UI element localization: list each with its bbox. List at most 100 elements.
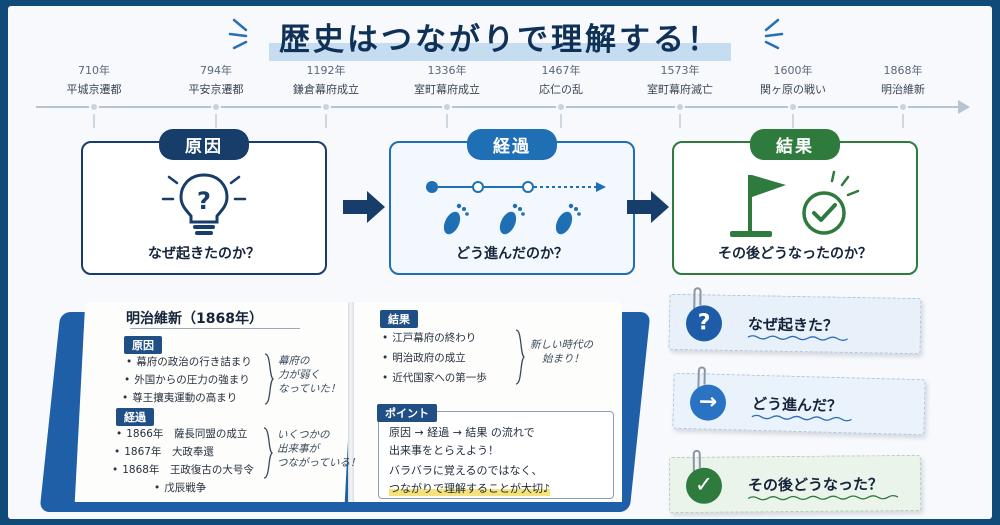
timeline-event-name: 平安京遷都	[188, 83, 244, 96]
result-tag: 結果	[380, 310, 418, 328]
timeline-event-name: 明治維新	[881, 83, 925, 96]
wavy-underline	[747, 335, 848, 341]
timeline-tick	[215, 114, 217, 128]
timeline-dot	[788, 102, 798, 112]
point-line-4: つながりで理解することが大切♪	[389, 480, 551, 496]
paperclip-icon	[697, 366, 706, 389]
stage-process-label: 経過	[467, 129, 557, 160]
timeline-event: 710年平城京遷都	[34, 62, 154, 97]
sparkle-right-icon	[764, 18, 784, 50]
timeline-year: 1600年	[773, 64, 813, 77]
result-item: 江戸幕府の終わり	[382, 330, 476, 345]
process-year: 1868年	[122, 464, 160, 476]
result-item: 近代国家への第一歩	[382, 370, 487, 385]
stage-process-question: どう進んだのか？	[456, 246, 568, 262]
process-note-3: つながっている！	[277, 457, 361, 469]
cause-note-2: 力が弱く	[278, 369, 320, 381]
timeline-tick	[679, 114, 681, 128]
process-item: 1867年 大政奉還	[114, 444, 214, 459]
timeline-event: 1467年応仁の乱	[501, 62, 621, 97]
timeline-event-name: 室町幕府成立	[414, 83, 480, 96]
stage-cause-label: 原因	[159, 129, 249, 160]
result-item: 明治政府の成立	[382, 350, 466, 365]
cause-item: 外国からの圧力の強まり	[124, 372, 250, 387]
timeline-arrow-icon	[958, 100, 970, 114]
timeline-event-name: 関ヶ原の戦い	[760, 83, 826, 96]
process-note-1: いくつかの	[277, 429, 330, 441]
timeline-dot	[89, 102, 99, 112]
book-title-underline	[130, 328, 300, 329]
process-year: 1867年	[124, 446, 162, 458]
timeline-event: 1336年室町幕府成立	[387, 62, 507, 97]
timeline-year: 1192年	[306, 64, 346, 77]
book-spine	[348, 302, 354, 502]
timeline-event-name: 平城京遷都	[66, 83, 122, 96]
process-event: 薩長同盟の成立	[173, 428, 248, 440]
point-box: ポイント 原因 → 経過 → 結果 の流れで 出来事をとらえよう！ バラバラに覚…	[377, 404, 614, 499]
timeline-event: 794年平安京遷都	[156, 62, 276, 97]
timeline-dot	[321, 102, 331, 112]
timeline-event: 1573年室町幕府滅亡	[620, 62, 740, 97]
paperclip-icon	[693, 287, 702, 310]
lightbulb-question-icon: ?	[161, 173, 247, 235]
stage-result: 結果 その後どうなったのか？	[672, 129, 918, 275]
timeline-event: 1192年鎌倉幕府成立	[266, 62, 386, 97]
timeline-dot	[675, 102, 685, 112]
cause-note-3: なっていた！	[278, 383, 341, 395]
timeline-tick	[792, 114, 794, 128]
point-line-1: 原因 → 経過 → 結果 の流れで	[389, 426, 535, 439]
arrow-right-icon: →	[689, 384, 727, 422]
stage-cause: 原因 ? なぜ起きたのか？	[81, 129, 327, 275]
timeline-dot	[442, 102, 452, 112]
timeline-year: 1336年	[427, 64, 467, 77]
point-line-3: バラバラに覚えるのではなく、	[389, 464, 543, 477]
timeline-year: 710年	[78, 64, 110, 77]
brace-icon	[515, 329, 526, 385]
arrow-right-icon	[627, 191, 669, 223]
check-icon: ✓	[685, 467, 723, 504]
process-event: 大政奉還	[171, 446, 214, 458]
brace-icon	[263, 427, 274, 479]
timeline-tick	[93, 114, 95, 128]
timeline-event-name: 室町幕府滅亡	[647, 83, 713, 96]
book-title: 明治維新（1868年）	[126, 311, 263, 327]
paperclip-icon	[692, 449, 701, 472]
footsteps-icon	[426, 181, 606, 235]
stage-process: 経過 どう進んだのか？	[389, 129, 635, 275]
timeline-dot	[898, 102, 908, 112]
cause-tag: 原因	[124, 336, 162, 354]
note-card-after: ✓ その後どうなった？	[668, 449, 922, 514]
timeline-year: 1467年	[541, 64, 581, 77]
stage-result-question: その後どうなったのか？	[718, 246, 872, 262]
timeline-year: 794年	[200, 64, 232, 77]
title-wrap: 歴史はつながりで理解する！	[8, 14, 992, 61]
arrow-right-icon	[343, 191, 385, 223]
timeline-event: 1868年明治維新	[843, 62, 963, 97]
process-note-2: 出来事が	[277, 443, 319, 455]
timeline-tick	[902, 114, 904, 128]
timeline-year: 1868年	[883, 64, 923, 77]
process-item: 1866年 薩長同盟の成立	[116, 426, 247, 441]
flag-check-icon	[730, 170, 860, 237]
timeline-dot	[556, 102, 566, 112]
timeline-dot	[211, 102, 221, 112]
note-card-why: ? なぜ起きた？	[668, 287, 922, 355]
result-note-2: 始まり！	[542, 353, 584, 365]
timeline-tick	[560, 114, 562, 128]
timeline-year: 1573年	[660, 64, 700, 77]
result-note-1: 新しい時代の	[530, 339, 593, 351]
process-event: 王政復古の大号令	[169, 464, 254, 476]
wavy-underline	[748, 494, 899, 501]
timeline-tick	[325, 114, 327, 128]
process-year: 1866年	[126, 428, 164, 440]
cause-item: 尊王攘夷運動の高まり	[122, 390, 237, 405]
question-icon: ?	[685, 305, 723, 342]
timeline-event-name: 応仁の乱	[539, 83, 583, 96]
open-book: 明治維新（1868年） 原因 幕府の政治の行き詰まり 外国からの圧力の強まり 尊…	[30, 294, 651, 519]
timeline-event: 1600年関ヶ原の戦い	[733, 62, 853, 97]
stage-cause-question: なぜ起きたのか？	[148, 246, 260, 262]
timeline-line	[36, 106, 966, 108]
cause-item: 幕府の政治の行き詰まり	[126, 354, 252, 369]
page-title: 歴史はつながりで理解する！	[269, 14, 731, 61]
